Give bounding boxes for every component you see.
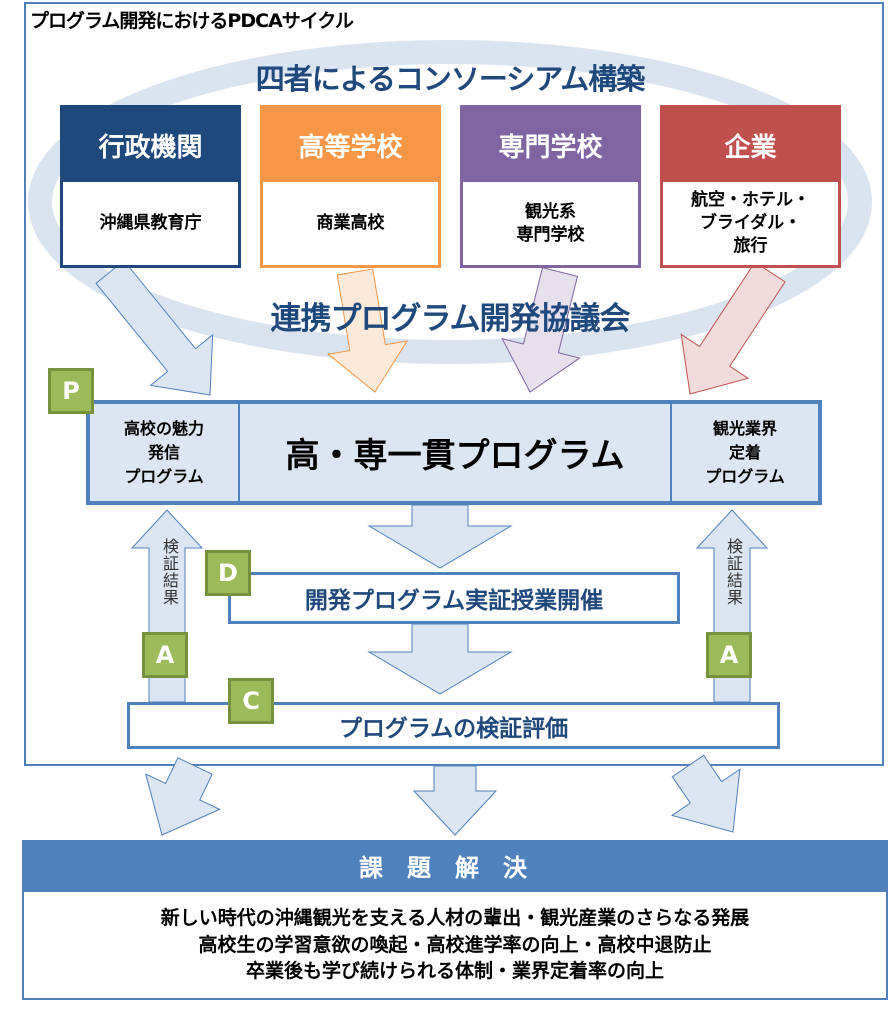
arrow-government-to-plan xyxy=(95,259,214,396)
member-header: 高等学校 xyxy=(263,108,438,182)
badge-a-right: A xyxy=(706,632,752,678)
do-bar: 開発プログラム実証授業開催 xyxy=(228,572,680,624)
feedback-label-right: 検証結果 xyxy=(724,538,743,606)
result-line: 新しい時代の沖縄観光を支える人材の輩出・観光産業のさらなる発展 xyxy=(160,907,750,930)
arrow-plan-to-do xyxy=(367,504,513,569)
solution-heading: 課題解決 xyxy=(22,840,888,890)
arrow-highschool-to-plan xyxy=(326,268,409,393)
member-header: 専門学校 xyxy=(463,108,638,182)
member-company: 企業 航空・ホテル・ ブライダル・ 旅行 xyxy=(660,105,841,268)
result-line: 高校生の学習意欲の喚起・高校進学率の向上・高校中退防止 xyxy=(198,933,712,956)
member-header: 企業 xyxy=(663,108,838,182)
plan-program-band: 高校の魅力 発信 プログラム 高・専一貫プログラム 観光業界 定着 プログラム xyxy=(86,400,822,505)
arrow-to-solution-right xyxy=(670,754,741,833)
solution-results: 新しい時代の沖縄観光を支える人材の輩出・観光産業のさらなる発展 高校生の学習意欲… xyxy=(22,890,888,1000)
consortium-heading: 四者によるコンソーシアム構築 xyxy=(255,62,646,96)
arrow-to-solution-left xyxy=(144,757,221,836)
council-heading: 連携プログラム開発協議会 xyxy=(270,301,630,337)
plan-center-program: 高・専一貫プログラム xyxy=(285,436,625,476)
plan-right-program: 観光業界 定着 プログラム xyxy=(670,404,818,501)
pdca-frame xyxy=(24,2,884,766)
badge-a-left: A xyxy=(142,632,188,678)
member-body: 航空・ホテル・ ブライダル・ 旅行 xyxy=(691,190,810,256)
arrow-company-to-plan xyxy=(680,261,786,395)
diagram-title: プログラム開発におけるPDCAサイクル xyxy=(30,10,354,32)
member-body: 観光系 専門学校 xyxy=(516,201,585,245)
member-body: 商業高校 xyxy=(316,213,385,234)
check-bar: プログラムの検証評価 xyxy=(127,702,780,749)
arrow-vocational-to-plan xyxy=(501,267,581,393)
consortium-ellipse xyxy=(28,40,872,364)
result-line: 卒業後も学び続けられる体制・業界定着率の向上 xyxy=(245,960,664,983)
feedback-label-left: 検証結果 xyxy=(160,538,179,606)
member-vocational-school: 専門学校 観光系 専門学校 xyxy=(460,105,641,268)
member-body: 沖縄県教育庁 xyxy=(99,213,202,234)
badge-d: D xyxy=(205,550,251,596)
arrow-to-solution-center xyxy=(412,765,498,836)
member-government: 行政機関 沖縄県教育庁 xyxy=(60,105,241,268)
member-header: 行政機関 xyxy=(63,108,238,182)
plan-left-program: 高校の魅力 発信 プログラム xyxy=(90,404,240,501)
badge-p: P xyxy=(48,368,94,414)
member-high-school: 高等学校 商業高校 xyxy=(260,105,441,268)
badge-c: C xyxy=(228,678,274,724)
arrow-do-to-check xyxy=(367,623,513,695)
